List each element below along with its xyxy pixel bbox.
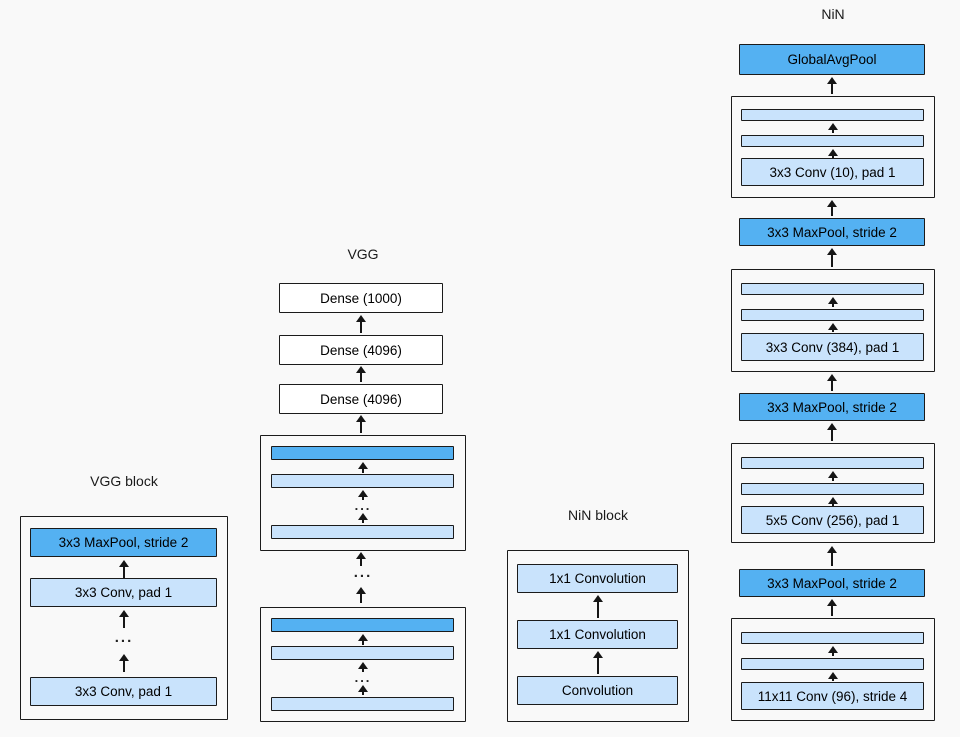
conv-1x1-layer-box: 1x1 Convolution — [517, 620, 678, 649]
conv-1x1-bar — [741, 135, 924, 147]
conv-layer-box: 5x5 Conv (256), pad 1 — [741, 506, 924, 534]
up-arrow-icon — [355, 552, 367, 566]
conv-layer-box: 3x3 Conv, pad 1 — [30, 578, 217, 607]
up-arrow-icon — [826, 77, 838, 94]
conv-bar — [271, 525, 454, 539]
up-arrow-icon — [357, 634, 369, 645]
ellipsis: ... — [354, 670, 372, 685]
up-arrow-icon — [357, 685, 369, 695]
dense-layer-box: Dense (1000) — [279, 283, 443, 313]
up-arrow-icon — [355, 415, 367, 433]
up-arrow-icon — [826, 546, 838, 566]
conv-bar — [271, 474, 454, 488]
up-arrow-icon — [357, 490, 369, 500]
dense-layer-box: Dense (4096) — [279, 384, 443, 414]
conv-1x1-layer-box: 1x1 Convolution — [517, 564, 678, 593]
maxpool-layer-box: 3x3 MaxPool, stride 2 — [739, 218, 925, 246]
up-arrow-icon — [355, 315, 367, 333]
up-arrow-icon — [592, 595, 604, 618]
up-arrow-icon — [827, 297, 839, 307]
maxpool-layer-box: 3x3 MaxPool, stride 2 — [739, 569, 925, 597]
conv-1x1-bar — [741, 658, 924, 670]
conv-1x1-bar — [741, 109, 924, 121]
vgg-block-group: ... — [260, 435, 466, 551]
up-arrow-icon — [357, 513, 369, 523]
conv-1x1-bar — [741, 309, 924, 321]
conv-1x1-bar — [741, 283, 924, 295]
nin-block-group: 11x11 Conv (96), stride 4 — [731, 618, 935, 721]
ellipsis: ... — [353, 564, 373, 581]
up-arrow-icon — [357, 662, 369, 672]
nin-block-group: 3x3 Conv (384), pad 1 — [731, 269, 935, 372]
conv-layer-box: 3x3 Conv (384), pad 1 — [741, 333, 924, 361]
conv-bar — [271, 697, 454, 711]
up-arrow-icon — [355, 587, 367, 603]
conv-layer-box: 3x3 Conv (10), pad 1 — [741, 158, 924, 186]
vgg-block-outline: 3x3 MaxPool, stride 2 3x3 Conv, pad 1 ..… — [20, 516, 228, 720]
nin-title: NiN — [821, 6, 845, 22]
up-arrow-icon — [826, 200, 838, 216]
conv-1x1-bar — [741, 457, 924, 469]
nin-block-group: 3x3 Conv (10), pad 1 — [731, 96, 935, 198]
up-arrow-icon — [826, 248, 838, 267]
maxpool-layer-box: 3x3 MaxPool, stride 2 — [739, 393, 925, 421]
up-arrow-icon — [827, 672, 839, 681]
global-avg-pool-box: GlobalAvgPool — [739, 44, 925, 75]
nin-block-group: 5x5 Conv (256), pad 1 — [731, 443, 935, 543]
vgg-block-title: VGG block — [90, 473, 158, 489]
conv-1x1-bar — [741, 483, 924, 495]
up-arrow-icon — [826, 599, 838, 616]
conv-layer-box: 3x3 Conv, pad 1 — [30, 677, 217, 706]
up-arrow-icon — [355, 366, 367, 382]
up-arrow-icon — [118, 560, 130, 578]
conv-layer-box: 11x11 Conv (96), stride 4 — [741, 682, 924, 710]
ellipsis: ... — [354, 498, 372, 513]
up-arrow-icon — [826, 374, 838, 391]
vgg-title: VGG — [347, 246, 379, 262]
up-arrow-icon — [118, 654, 130, 672]
up-arrow-icon — [592, 651, 604, 674]
ellipsis: ... — [114, 629, 134, 646]
up-arrow-icon — [827, 123, 839, 133]
up-arrow-icon — [827, 471, 839, 481]
maxpool-bar — [271, 618, 454, 632]
up-arrow-icon — [357, 462, 369, 473]
up-arrow-icon — [827, 497, 839, 506]
up-arrow-icon — [827, 323, 839, 332]
maxpool-bar — [271, 446, 454, 460]
dense-layer-box: Dense (4096) — [279, 335, 443, 365]
nin-block-title: NiN block — [568, 507, 628, 523]
conv-layer-box: Convolution — [517, 676, 678, 705]
conv-bar — [271, 646, 454, 660]
up-arrow-icon — [827, 149, 839, 158]
up-arrow-icon — [827, 646, 839, 656]
up-arrow-icon — [826, 423, 838, 441]
up-arrow-icon — [118, 610, 130, 628]
conv-1x1-bar — [741, 632, 924, 644]
nin-block-outline: 1x1 Convolution 1x1 Convolution Convolut… — [507, 550, 689, 722]
vgg-block-group: ... — [260, 607, 466, 722]
maxpool-layer-box: 3x3 MaxPool, stride 2 — [30, 528, 217, 557]
